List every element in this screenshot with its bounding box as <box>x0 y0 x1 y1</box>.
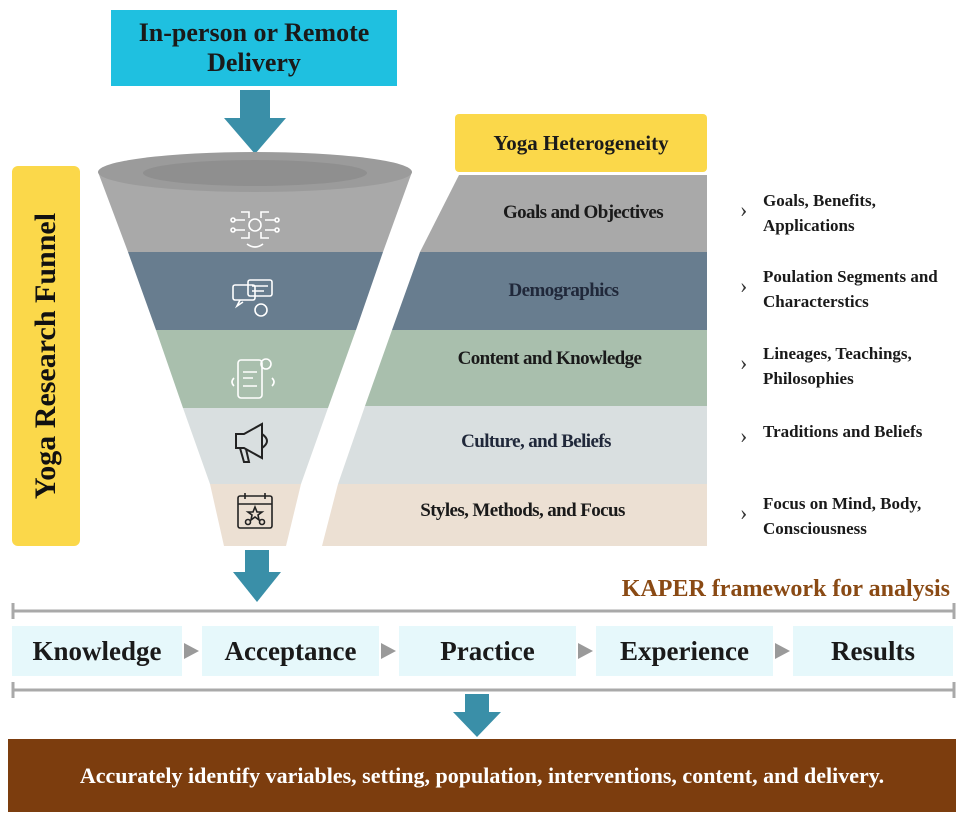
band-culture <box>338 406 707 484</box>
note-goals-text: Goals, Benefits, Applications <box>763 191 876 235</box>
arrow-down-icon <box>233 550 281 602</box>
conclusion-text: Accurately identify variables, setting, … <box>79 762 885 788</box>
yoga-research-funnel-banner: Yoga Research Funnel <box>12 166 80 546</box>
band-goals <box>420 175 707 252</box>
kaper-title: KAPER framework for analysis <box>621 576 950 602</box>
kaper-step-practice: Practice <box>399 626 576 676</box>
arrow-down-icon <box>224 90 286 154</box>
chat-bubbles-icon <box>232 279 273 317</box>
note-goals: › Goals, Benefits, Applications <box>740 188 952 240</box>
chevron-right-icon <box>381 643 396 659</box>
note-demographics-text: Poulation Segments and Characterstics <box>763 267 938 311</box>
kaper-step-results: Results <box>793 626 953 676</box>
band-label-content: Content and Knowledge <box>457 348 642 369</box>
group-calendar-icon <box>237 493 273 529</box>
kaper-step-experience: Experience <box>596 626 773 676</box>
chevron-right-icon: › <box>740 273 748 298</box>
kaper-step-acceptance: Acceptance <box>202 626 379 676</box>
conclusion-bar: Accurately identify variables, setting, … <box>8 739 956 812</box>
circuit-hands-icon <box>230 211 280 248</box>
funnel <box>98 152 412 546</box>
kaper-connectors <box>184 643 790 659</box>
band-label-demographics: Demographics <box>508 280 620 301</box>
funnel-layer-goals <box>98 172 412 252</box>
chevron-right-icon <box>775 643 790 659</box>
delivery-label: In-person or Remote Delivery <box>138 18 370 77</box>
heterogeneity-title: Yoga Heterogeneity <box>455 114 707 172</box>
heterogeneity-bands <box>322 175 707 546</box>
note-culture: › Traditions and Beliefs <box>740 419 952 449</box>
banner-label: Yoga Research Funnel <box>29 212 62 500</box>
chevron-right-icon: › <box>740 500 748 525</box>
band-demographics <box>392 252 707 330</box>
megaphone-icon <box>235 422 268 463</box>
chevron-right-icon <box>184 643 199 659</box>
mobile-content-icon <box>231 358 275 399</box>
note-culture-text: Traditions and Beliefs <box>763 422 923 441</box>
band-content <box>365 330 707 406</box>
chevron-right-icon <box>578 643 593 659</box>
arrow-down-icon <box>453 694 501 737</box>
delivery-box: In-person or Remote Delivery <box>111 10 397 86</box>
note-content-text: Lineages, Teachings, Philosophies <box>763 344 912 388</box>
band-label-goals: Goals and Objectives <box>502 202 664 223</box>
band-label-styles: Styles, Methods, and Focus <box>420 500 625 521</box>
kaper-step-knowledge: Knowledge <box>12 626 182 676</box>
chevron-right-icon: › <box>740 197 748 222</box>
note-content: › Lineages, Teachings, Philosophies <box>740 341 952 393</box>
funnel-layer-culture <box>183 408 328 484</box>
kaper-bracket-bottom <box>11 682 956 698</box>
chevron-right-icon: › <box>740 423 748 448</box>
chevron-right-icon: › <box>740 350 748 375</box>
note-demographics: › Poulation Segments and Characterstics <box>740 264 952 316</box>
band-styles <box>322 484 707 546</box>
funnel-layer-content <box>156 330 356 408</box>
funnel-layer-styles <box>210 484 301 546</box>
kaper-bracket-top <box>11 603 956 619</box>
band-label-culture: Culture, and Beliefs <box>461 431 611 452</box>
note-styles-text: Focus on Mind, Body, Consciousness <box>763 494 922 538</box>
note-styles: › Focus on Mind, Body, Consciousness <box>740 491 952 543</box>
